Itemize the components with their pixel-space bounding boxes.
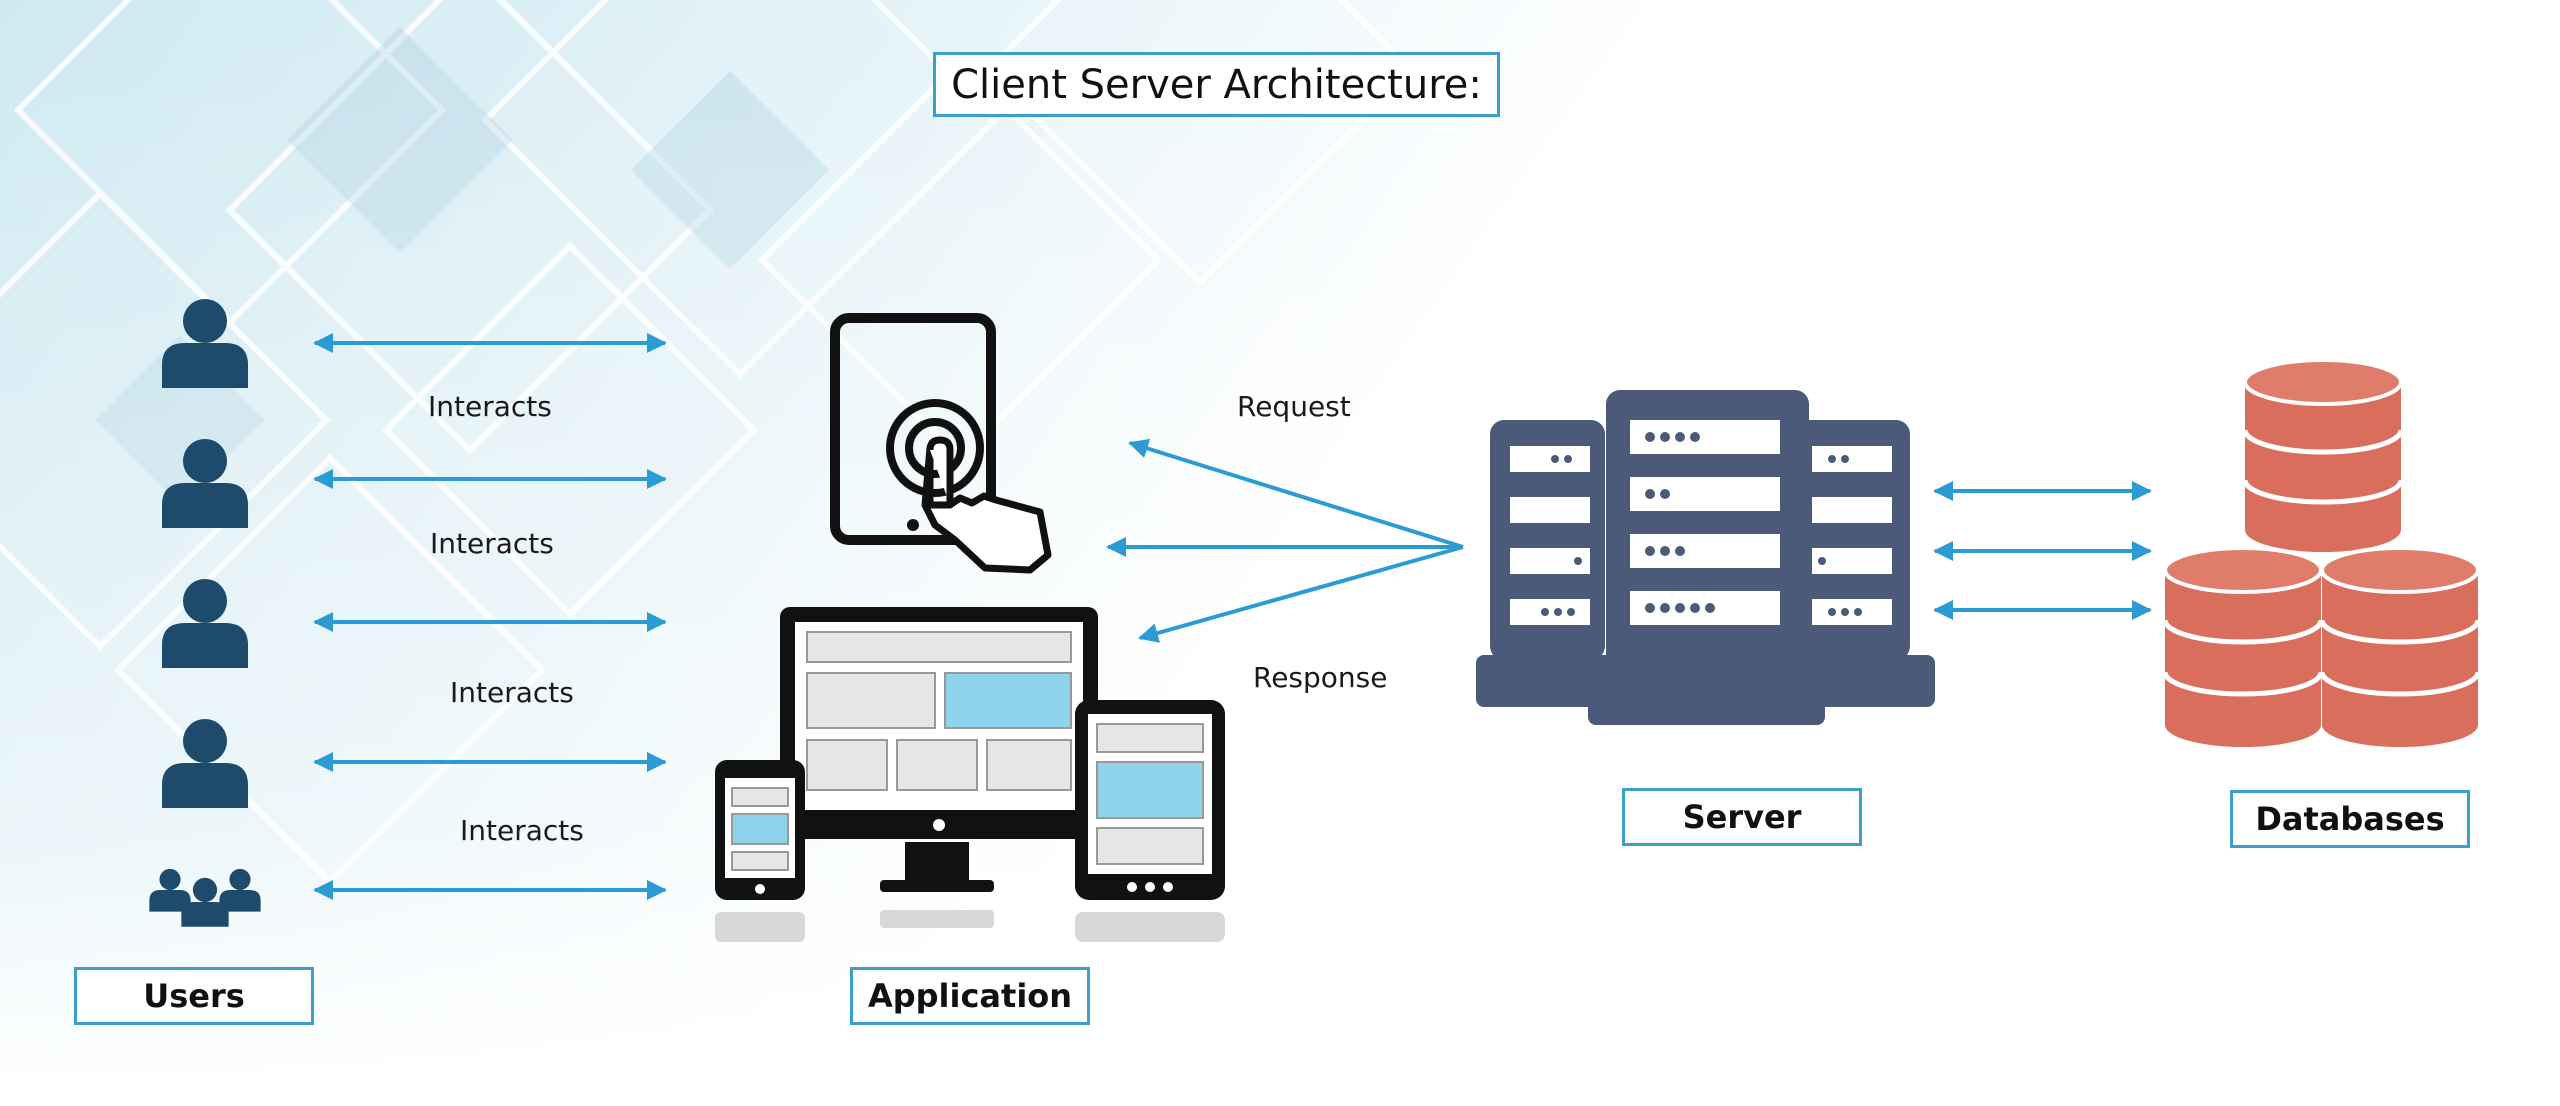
interaction-label: Interacts [460,814,584,847]
tablet-touch-icon [830,313,1052,574]
database-stack-icon [2162,358,2481,747]
server-rack-icon [1476,390,1935,725]
application-label: Application [850,967,1090,1025]
interaction-label: Interacts [430,527,554,560]
server-label: Server [1622,788,1862,846]
users-label: Users [74,967,314,1025]
request-label: Request [1237,390,1351,423]
request-arrow [1128,438,1464,549]
user-group-icon [149,868,261,927]
interaction-label: Interacts [428,390,552,423]
multi-device-icon [715,607,1225,942]
interaction-label: Interacts [450,676,574,709]
user-icon [162,439,248,528]
response-label: Response [1253,661,1388,694]
diagram-title: Client Server Architecture: [933,52,1500,117]
user-icon [162,299,248,388]
user-icon [162,579,248,668]
response-arrow [1138,545,1464,643]
user-icon [162,719,248,808]
databases-label: Databases [2230,790,2470,848]
